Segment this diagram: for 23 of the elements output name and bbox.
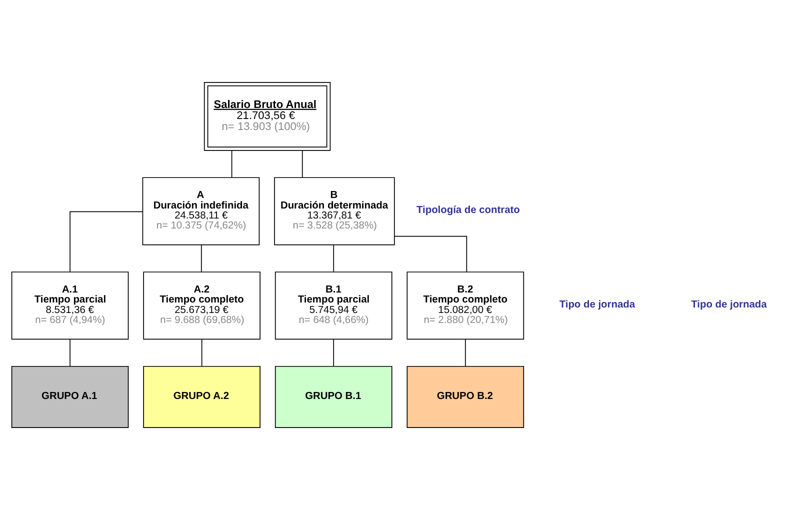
node-box: GRUPO A.2 bbox=[143, 366, 260, 428]
connector bbox=[394, 236, 468, 272]
node-box: A Duración indefinida 24.538,11 € n= 10.375 (74,62%) bbox=[142, 177, 260, 246]
node-box: GRUPO B.2 bbox=[406, 366, 524, 428]
node-box: B Duración determinada 13.367,81 € n= 3.528 (25,38%) bbox=[274, 177, 395, 246]
node-box: Salario Bruto Anual 21.703,56 € n= 13.903 (100%) bbox=[204, 82, 331, 151]
node-box: A.2 Tiempo completo 25.673,19 € n= 9.688 (69,68%) bbox=[143, 272, 260, 340]
label: Tipo de jornada bbox=[559, 299, 636, 310]
node-box: GRUPO A.1 bbox=[11, 366, 129, 428]
connector bbox=[200, 244, 202, 272]
label: Tipología de contrato bbox=[416, 205, 520, 216]
node-box: B.1 Tiempo parcial 5.745,94 € n= 648 (4,66%) bbox=[274, 272, 392, 340]
connector bbox=[70, 211, 143, 272]
connector bbox=[333, 338, 334, 367]
connector bbox=[333, 244, 334, 272]
connector bbox=[302, 150, 303, 178]
label: Tipo de jornada bbox=[691, 299, 767, 310]
connector bbox=[231, 150, 232, 178]
node-box: GRUPO B.1 bbox=[274, 366, 392, 428]
connector bbox=[464, 338, 466, 367]
node-box: A.1 Tiempo parcial 8.531,36 € n= 687 (4,94%) bbox=[11, 272, 129, 340]
node-box: B.2 Tiempo completo 15.082,00 € n= 2.880 (20,71%) bbox=[406, 272, 524, 340]
connector bbox=[201, 338, 202, 367]
